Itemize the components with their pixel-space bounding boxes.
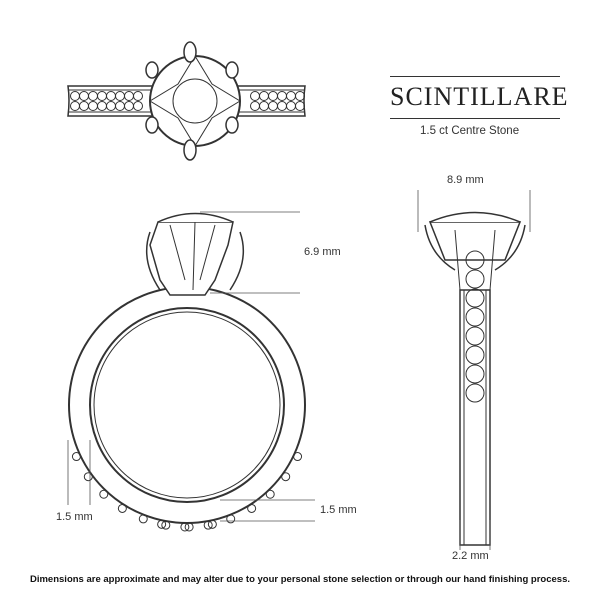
pave-stone — [88, 91, 98, 101]
brand-rule-top — [390, 76, 560, 77]
pave-stone — [465, 326, 485, 346]
pave-stone — [157, 519, 167, 529]
pave-stone — [83, 472, 93, 482]
brand-rule-bottom — [390, 118, 560, 119]
head-height-label: 6.9 mm — [304, 246, 341, 258]
pave-stone — [71, 452, 81, 462]
pave-stone — [250, 91, 260, 101]
brand-logo: SCINTILLARE — [390, 82, 569, 111]
brand-subtitle: 1.5 ct Centre Stone — [420, 125, 520, 137]
pave-stone — [79, 101, 89, 111]
pave-stone — [259, 91, 269, 101]
pave-stone — [465, 307, 485, 327]
band-thickness-left-label: 1.5 mm — [56, 511, 93, 523]
pave-stone — [161, 520, 171, 530]
pave-stone — [115, 101, 125, 111]
pave-stone — [184, 522, 194, 532]
pave-stone — [295, 91, 305, 101]
pave-stone — [106, 101, 116, 111]
pave-stone — [180, 522, 190, 532]
pave-stone — [97, 101, 107, 111]
pave-stone — [138, 514, 148, 524]
pave-stone — [247, 503, 257, 513]
pave-stone — [124, 91, 134, 101]
pave-stone — [88, 101, 98, 111]
pave-stone — [133, 91, 143, 101]
pave-stone — [465, 250, 485, 270]
pave-stone — [281, 472, 291, 482]
pave-stone — [295, 101, 305, 111]
pave-stone — [465, 288, 485, 308]
pave-stone — [115, 91, 125, 101]
pave-stone — [286, 91, 296, 101]
pave-stone — [268, 101, 278, 111]
pave-stone — [277, 101, 287, 111]
pave-stone — [203, 520, 213, 530]
pave-stone — [465, 383, 485, 403]
pave-stone — [79, 91, 89, 101]
pave-stone — [117, 503, 127, 513]
pave-stone — [250, 101, 260, 111]
pave-stone — [259, 101, 269, 111]
pave-stone — [265, 489, 275, 499]
pave-stone — [465, 364, 485, 384]
pave-stone — [286, 101, 296, 111]
pave-stone — [99, 489, 109, 499]
pave-stone — [70, 101, 80, 111]
pave-stone — [97, 91, 107, 101]
disclaimer: Dimensions are approximate and may alter… — [29, 574, 571, 585]
dimension-lines — [67, 190, 531, 550]
pave-stone — [106, 91, 116, 101]
band-thickness-bottom-label: 1.5 mm — [320, 504, 357, 516]
stone-width-label: 8.9 mm — [447, 174, 484, 186]
pave-stone — [207, 519, 217, 529]
pave-stone — [133, 101, 143, 111]
pave-stone — [268, 91, 278, 101]
pave-stone — [124, 101, 134, 111]
pave-stone — [293, 452, 303, 462]
pave-stone — [465, 269, 485, 289]
pave-stone — [226, 514, 236, 524]
pave-stone — [465, 345, 485, 365]
front-view — [424, 211, 526, 546]
side-view — [68, 212, 306, 532]
band-width-label: 2.2 mm — [452, 550, 489, 562]
pave-stone — [70, 91, 80, 101]
pave-stone — [277, 91, 287, 101]
top-view — [67, 41, 306, 161]
